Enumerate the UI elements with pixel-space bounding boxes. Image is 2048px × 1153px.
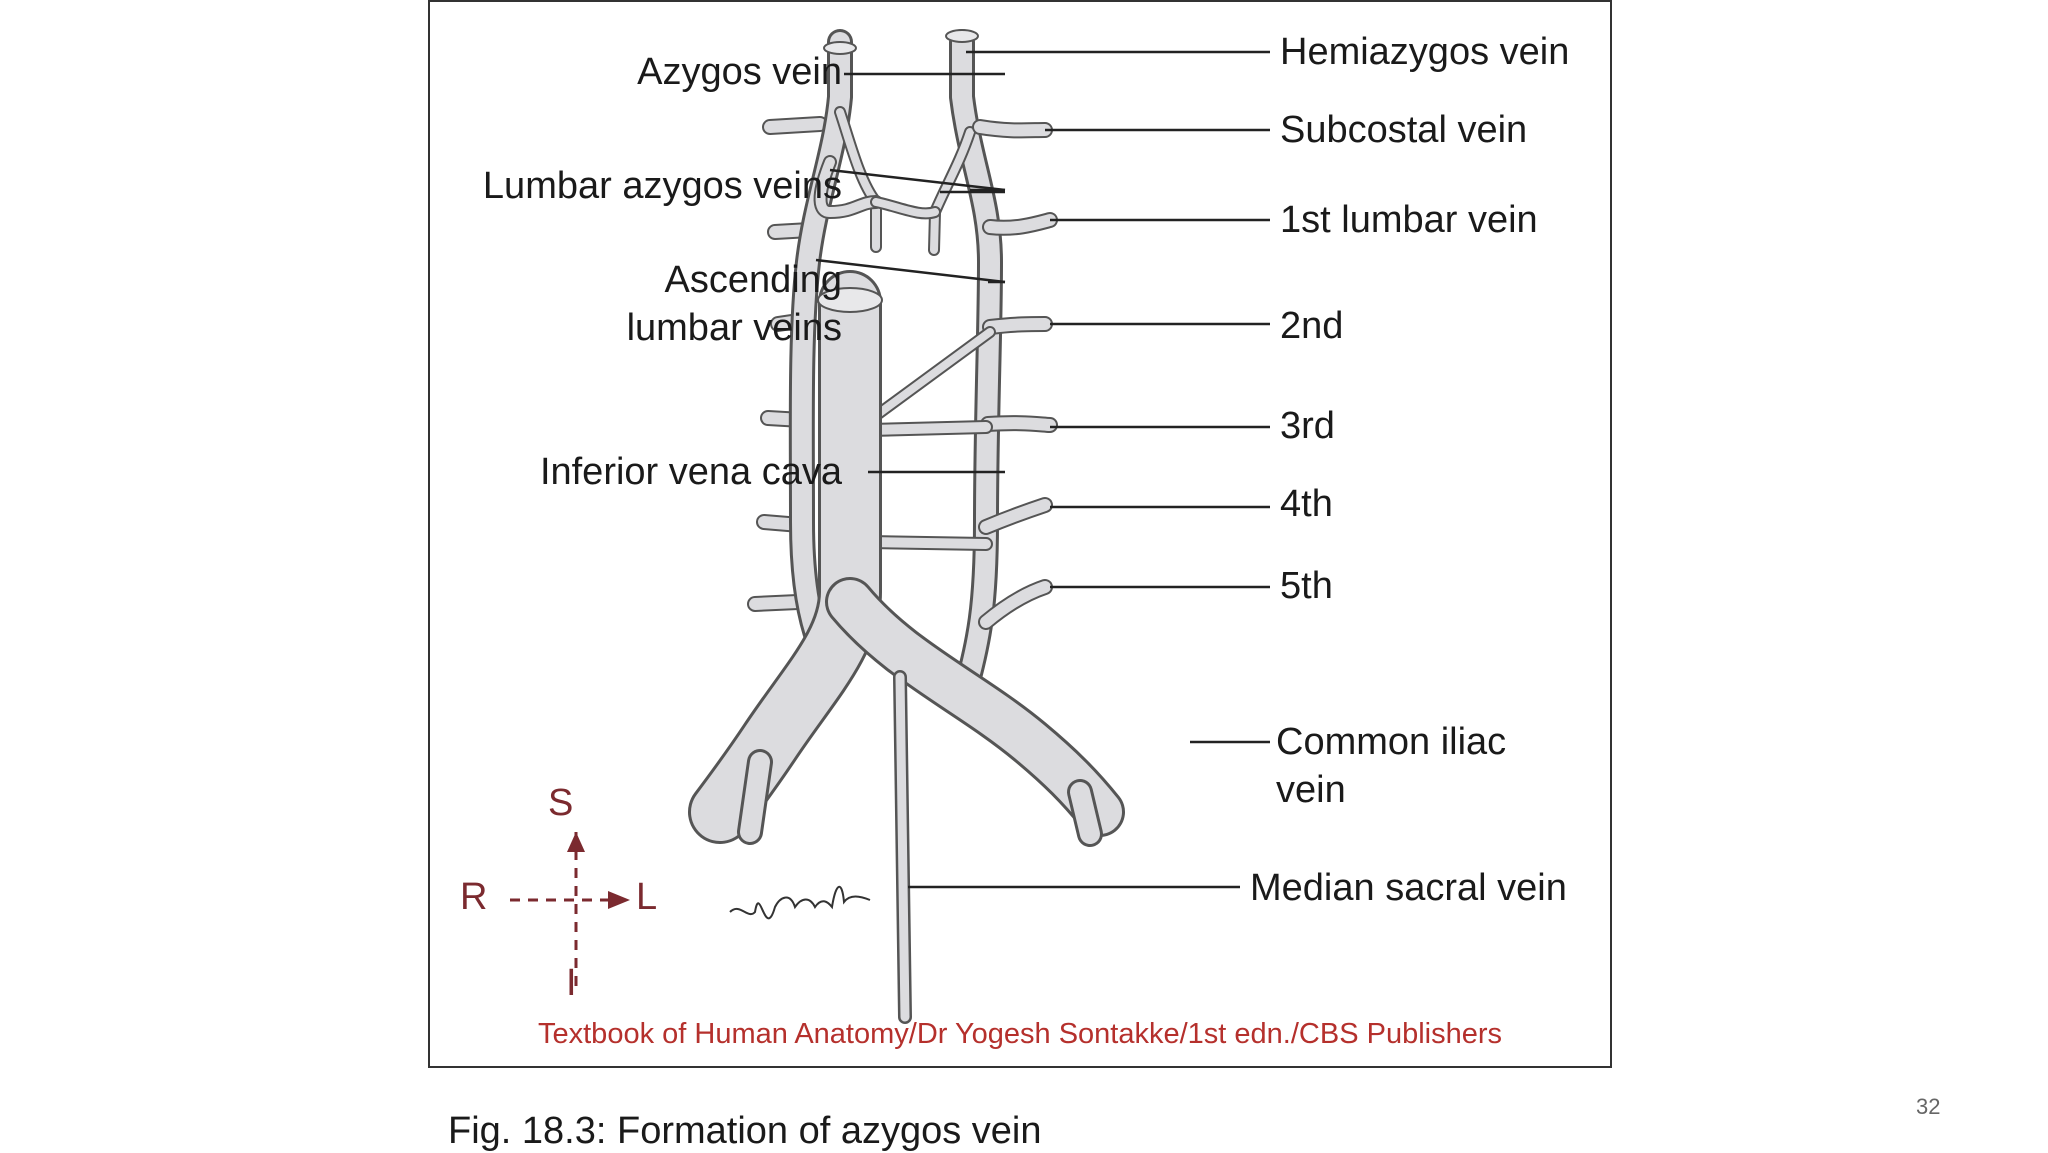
label-subcostal-vein: Subcostal vein — [1280, 109, 1528, 151]
label-5th: 5th — [1280, 565, 1333, 607]
label-4th: 4th — [1280, 483, 1333, 525]
label-hemiazygos-vein: Hemiazygos vein — [1280, 31, 1570, 73]
orientation-superior: S — [548, 782, 574, 824]
leader-lines — [815, 50, 1270, 889]
inferior-vena-cava — [688, 270, 1125, 1024]
label-ascending-line1: Ascending — [664, 259, 842, 301]
label-3rd: 3rd — [1280, 405, 1335, 447]
label-common-iliac-line2: vein — [1276, 769, 1346, 811]
label-common-iliac-line1: Common iliac — [1276, 721, 1507, 763]
signature — [729, 885, 871, 920]
page-number: 32 — [1916, 1094, 1941, 1119]
label-lumbar-azygos-veins: Lumbar azygos veins — [482, 165, 842, 207]
orientation-left: L — [636, 876, 658, 918]
label-inferior-vena-cava: Inferior vena cava — [539, 451, 842, 493]
orientation-cross — [510, 832, 630, 992]
azygos-system — [788, 29, 883, 653]
hemiazygos-system — [863, 29, 1058, 715]
label-1st-lumbar-vein: 1st lumbar vein — [1280, 199, 1538, 241]
vein-diagram: .vo { fill:none; stroke:#555; stroke-lin… — [510, 29, 1270, 1024]
figure-frame: .vo { fill:none; stroke:#555; stroke-lin… — [428, 0, 1612, 1068]
textbook-credit: Textbook of Human Anatomy/Dr Yogesh Sont… — [538, 1018, 1502, 1050]
label-ascending-line2: lumbar veins — [626, 307, 842, 349]
label-azygos-vein: Azygos vein — [637, 51, 842, 93]
label-median-sacral-vein: Median sacral vein — [1250, 867, 1567, 909]
orientation-right: R — [460, 876, 488, 918]
figure-caption: Fig. 18.3: Formation of azygos vein — [448, 1110, 1042, 1152]
label-2nd: 2nd — [1280, 305, 1344, 347]
orientation-inferior: I — [566, 962, 577, 1004]
